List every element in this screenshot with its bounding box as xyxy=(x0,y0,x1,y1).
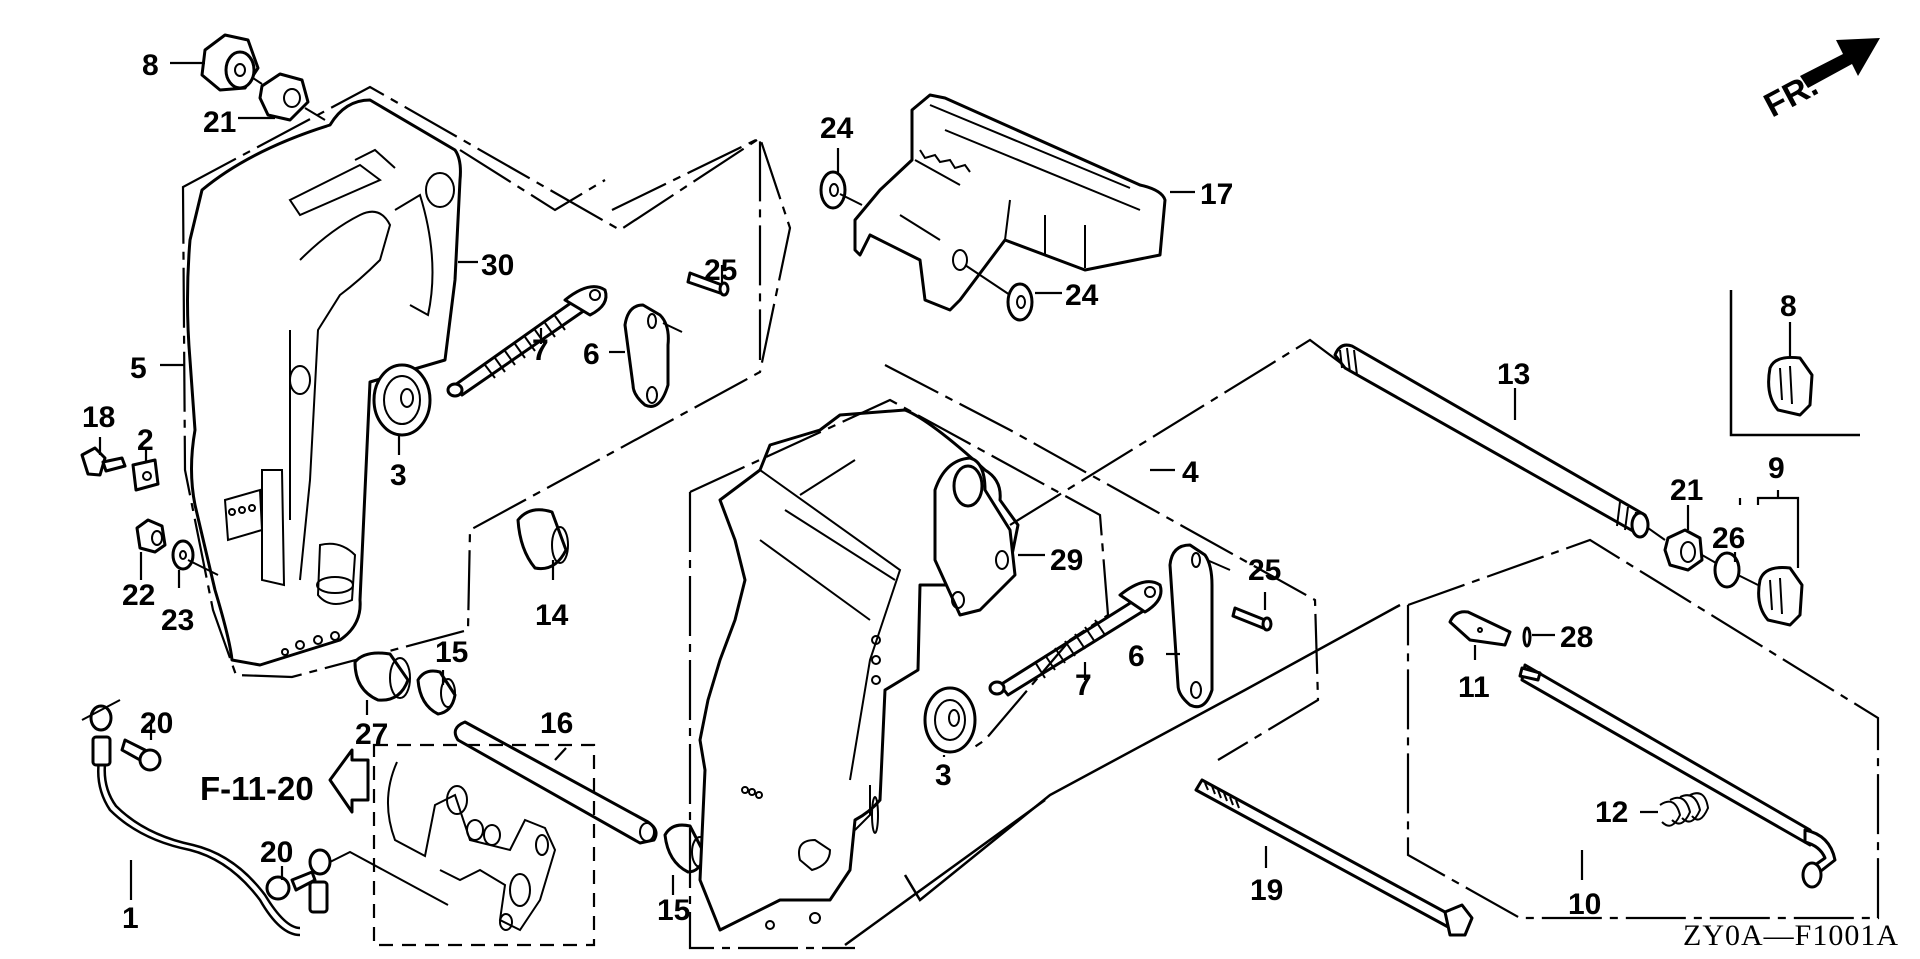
callout-3: 3 xyxy=(390,459,407,492)
callout-30: 30 xyxy=(481,249,514,282)
screw-20-lower xyxy=(265,870,317,901)
stud-bolt-19 xyxy=(1194,778,1474,937)
callout-14: 14 xyxy=(535,599,569,632)
hex-nut-21 xyxy=(258,72,310,122)
reference-label[interactable]: F-11-20 xyxy=(200,770,314,807)
pin-25-upper xyxy=(686,271,730,297)
front-arrow-icon xyxy=(1800,38,1880,88)
washer-26 xyxy=(1713,551,1741,589)
callout-15: 15 xyxy=(657,894,690,927)
bushing-3-upper xyxy=(372,363,432,437)
bolt-18 xyxy=(80,446,127,477)
callout-27: 27 xyxy=(355,718,388,751)
callout-25: 25 xyxy=(1248,554,1281,587)
collar-15-upper xyxy=(416,669,457,716)
callout-21: 21 xyxy=(203,106,236,139)
spring-12 xyxy=(1659,792,1710,827)
tilt-arm-29 xyxy=(933,456,1017,617)
callout-11: 11 xyxy=(1458,671,1490,704)
square-nut-2 xyxy=(131,458,160,492)
callout-6: 6 xyxy=(1128,640,1145,673)
inset-dashed-box xyxy=(372,743,596,947)
lever-plate-11 xyxy=(1448,610,1512,647)
screw-20-upper xyxy=(120,738,162,772)
washer-24-lower xyxy=(1006,282,1034,322)
figure-code: ZY0A—F1001A xyxy=(1683,919,1899,952)
callout-18: 18 xyxy=(82,401,115,434)
cap-nut-8 xyxy=(200,33,260,92)
callout-25: 25 xyxy=(704,254,737,287)
callout-8: 8 xyxy=(1780,290,1797,323)
callout-15: 15 xyxy=(435,636,468,669)
link-arm-6-lower xyxy=(1168,543,1214,709)
callout-19: 19 xyxy=(1250,874,1283,907)
assembly-outline-left xyxy=(181,85,792,679)
pin-28 xyxy=(1522,626,1532,648)
callout-10: 10 xyxy=(1568,888,1601,921)
callout-3: 3 xyxy=(935,759,952,792)
front-direction-indicator: FR. xyxy=(1758,38,1880,125)
leader-lines xyxy=(98,61,1800,900)
washer-24-upper xyxy=(819,170,847,210)
callout-8: 8 xyxy=(142,49,159,82)
callout-7: 7 xyxy=(1075,669,1092,702)
callout-7: 7 xyxy=(532,334,549,367)
callout-24: 24 xyxy=(820,112,854,145)
bushing-27 xyxy=(353,651,411,702)
callout-9: 9 xyxy=(1768,452,1785,485)
callout-6: 6 xyxy=(583,338,600,371)
callout-21: 21 xyxy=(1670,474,1703,507)
reference-link-f-11-20[interactable]: F-11-20 xyxy=(200,748,370,814)
callout-5: 5 xyxy=(130,352,147,385)
tilt-shaft-13 xyxy=(1333,343,1650,539)
callout-4: 4 xyxy=(1182,456,1199,489)
cap-nut-8-right xyxy=(1767,356,1814,417)
callout-22: 22 xyxy=(122,579,155,612)
link-arm-6-upper xyxy=(623,303,670,408)
callout-20: 20 xyxy=(260,836,293,869)
washer-23 xyxy=(171,539,195,571)
inset-housing xyxy=(387,761,557,932)
pin-25-lower xyxy=(1231,606,1273,632)
hex-nut-21-right xyxy=(1663,528,1704,572)
callout-23: 23 xyxy=(161,604,194,637)
tube-16 xyxy=(453,720,658,845)
bushing-14 xyxy=(516,508,569,571)
callout-labels: 8 21 30 5 18 2 22 23 7 3 6 25 24 24 17 1… xyxy=(82,49,1797,935)
bushing-3-lower xyxy=(923,686,977,754)
inset-box-right xyxy=(1729,290,1860,437)
callout-16: 16 xyxy=(540,707,573,740)
ground-cable-1 xyxy=(81,699,332,937)
callout-26: 26 xyxy=(1712,522,1745,555)
callout-12: 12 xyxy=(1595,796,1628,829)
lock-lever-10 xyxy=(1518,663,1837,889)
callout-2: 2 xyxy=(137,424,154,457)
callout-13: 13 xyxy=(1497,358,1530,391)
callout-20: 20 xyxy=(140,707,173,740)
callout-29: 29 xyxy=(1050,544,1083,577)
callout-1: 1 xyxy=(122,902,139,935)
bracket-17 xyxy=(853,93,1167,312)
stern-bracket-left xyxy=(186,98,462,667)
callout-17: 17 xyxy=(1200,178,1233,211)
cap-nut-9 xyxy=(1757,566,1804,627)
reference-arrow-icon[interactable] xyxy=(328,748,370,814)
trim-rod-7-lower xyxy=(988,580,1163,697)
callout-28: 28 xyxy=(1560,621,1593,654)
callout-24: 24 xyxy=(1065,279,1099,312)
flange-nut-22 xyxy=(135,518,167,554)
